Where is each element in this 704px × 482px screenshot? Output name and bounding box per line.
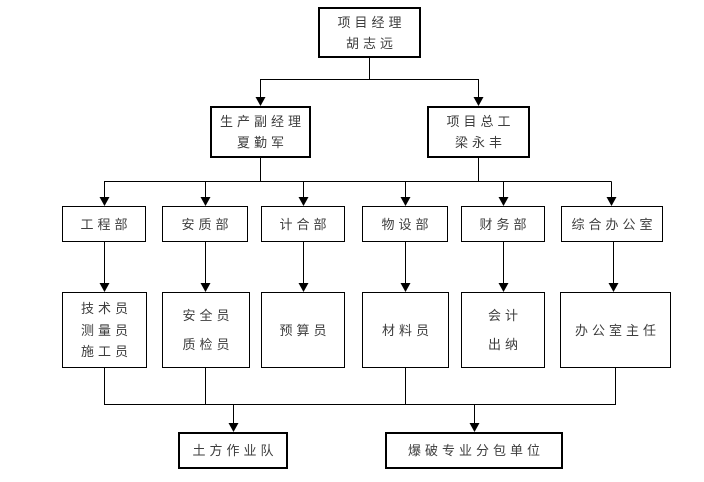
blasting-subcontractor-label: 爆破专业分包单位 [407,443,544,458]
node-material-officer: 材料员 [362,292,449,368]
arrowhead-icon [400,283,411,292]
node-office-director: 办公室主任 [560,292,671,368]
arrowhead-icon [400,197,411,206]
finance-dept-label: 财务部 [479,216,531,232]
engineering-staff-line3: 施工员 [80,343,132,359]
node-safety-quality-dept: 安质部 [162,206,248,242]
node-planning-contract-dept: 计合部 [261,206,345,242]
material-officer-label: 材料员 [381,322,433,338]
engineering-staff-line1: 技术员 [80,301,132,317]
engineering-dept-label: 工程部 [80,216,132,232]
safety-quality-dept-label: 安质部 [181,216,233,232]
node-budget-officer: 预算员 [261,292,345,368]
arrowhead-icon [498,283,509,292]
arrowhead-icon [298,283,309,292]
production-deputy-manager-title: 生产副经理 [219,114,305,129]
arrowhead-icon [473,97,484,106]
arrowhead-icon [228,423,239,432]
node-engineering-dept: 工程部 [62,206,146,242]
safety-staff-line2: 质检员 [182,336,234,352]
finance-staff-line1: 会计 [487,308,522,324]
node-finance-staff: 会计 出纳 [461,292,545,368]
materials-equipment-dept-label: 物设部 [381,216,433,232]
arrowhead-icon [255,97,266,106]
project-chief-engineer-name: 梁永丰 [454,135,506,150]
engineering-staff-line2: 测量员 [80,322,132,338]
arrowhead-icon [200,283,211,292]
node-finance-dept: 财务部 [461,206,545,242]
production-deputy-manager-name: 夏勤军 [236,135,288,150]
finance-staff-line2: 出纳 [487,336,522,352]
project-chief-engineer-title: 项目总工 [446,114,515,129]
node-engineering-staff: 技术员 测量员 施工员 [62,292,147,368]
node-project-manager: 项目经理 胡志远 [318,7,421,58]
node-safety-staff: 安全员 质检员 [162,292,250,368]
connector-l1-l2 [255,58,484,106]
project-manager-name: 胡志远 [345,35,397,51]
connector-l2-l3 [99,158,617,206]
arrowhead-icon [608,283,619,292]
connector-l4-l5 [104,368,616,432]
planning-contract-dept-label: 计合部 [279,216,331,232]
arrowhead-icon [200,197,211,206]
arrowhead-icon [498,197,509,206]
node-blasting-subcontractor: 爆破专业分包单位 [385,432,563,469]
node-general-office: 综合办公室 [561,206,663,242]
budget-officer-label: 预算员 [279,322,331,338]
node-project-chief-engineer: 项目总工 梁永丰 [427,106,530,158]
node-earthwork-team: 土方作业队 [178,432,288,469]
connector-l3-l4 [99,242,619,292]
node-materials-equipment-dept: 物设部 [362,206,448,242]
general-office-label: 综合办公室 [571,216,657,232]
arrowhead-icon [99,197,110,206]
office-director-label: 办公室主任 [574,322,660,338]
arrowhead-icon [606,197,617,206]
arrowhead-icon [298,197,309,206]
safety-staff-line1: 安全员 [182,308,234,324]
arrowhead-icon [99,283,110,292]
project-manager-title: 项目经理 [337,14,406,30]
arrowhead-icon [469,423,480,432]
node-production-deputy-manager: 生产副经理 夏勤军 [210,106,311,158]
earthwork-team-label: 土方作业队 [192,443,278,458]
